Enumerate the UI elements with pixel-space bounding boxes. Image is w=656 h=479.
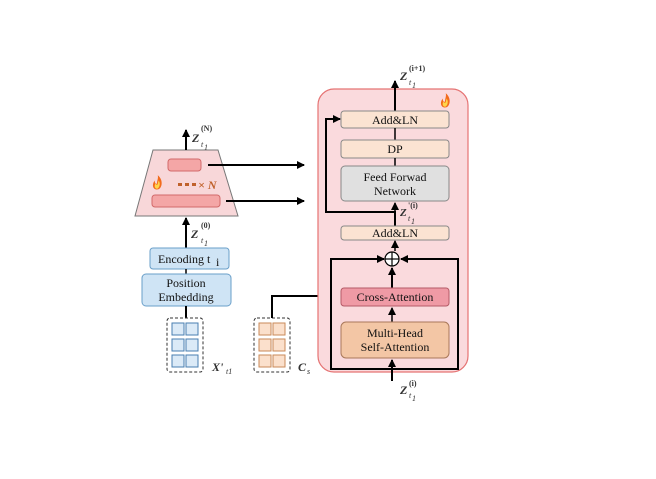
cross-attention-label: Cross-Attention [357, 290, 434, 304]
svg-text:Z: Z [399, 207, 407, 219]
svg-text:(N): (N) [201, 124, 212, 133]
svg-text:1: 1 [412, 81, 416, 90]
x-input-label: X' t1 [211, 360, 232, 376]
decoder-input-label: Z (i) t 1 [399, 379, 417, 403]
repeat-label: × N [198, 178, 218, 192]
x-input-frame [166, 317, 204, 373]
svg-text:t: t [409, 391, 412, 400]
add-node-icon [384, 251, 400, 267]
svg-text:(i+1): (i+1) [409, 64, 425, 73]
svg-text:X': X' [211, 360, 224, 374]
ffn-line2: Network [374, 184, 416, 198]
svg-text:s: s [307, 367, 310, 376]
c-input-label: C s [298, 360, 310, 376]
encoding-label: Encoding t [158, 252, 211, 266]
position-line1: Position [166, 276, 205, 290]
svg-text:t: t [201, 236, 204, 245]
svg-text:'(i): '(i) [408, 201, 418, 210]
cross-attention-box [340, 287, 450, 307]
encoder-input-label: Z (0) t 1 [190, 221, 211, 248]
x-input-grid [171, 322, 199, 368]
svg-text:t: t [408, 214, 411, 223]
svg-text:Z: Z [399, 383, 408, 397]
mhsa-box [340, 321, 450, 359]
svg-text:t: t [201, 140, 204, 149]
svg-text:t: t [409, 78, 412, 87]
repeat-dots [178, 183, 196, 186]
encoding-sub: i [216, 255, 220, 269]
svg-text:1: 1 [204, 143, 208, 152]
c-input-grid [258, 322, 286, 368]
decoder-block: Z (i+1) t 1 Add&LN DP Feed Forwad Networ… [317, 64, 469, 403]
encoder-token-bottom [151, 194, 221, 208]
svg-text:(0): (0) [201, 221, 211, 230]
svg-text:Z: Z [191, 131, 200, 145]
dp-label: DP [387, 142, 403, 156]
svg-text:Z: Z [190, 227, 199, 241]
ffn-line1: Feed Forwad [364, 170, 427, 184]
encoder-token-top [167, 158, 202, 172]
mhsa-line1: Multi-Head [367, 326, 423, 340]
svg-text:Z: Z [399, 69, 408, 83]
svg-text:1: 1 [411, 217, 415, 226]
svg-text:1: 1 [412, 394, 416, 403]
svg-text:1: 1 [204, 239, 208, 248]
decoder-output-label: Z (i+1) t 1 [399, 64, 425, 90]
mhsa-line2: Self-Attention [361, 340, 430, 354]
decoder-mid-label: Z '(i) t 1 [399, 201, 418, 226]
ffn-box [340, 165, 450, 202]
addln-bottom-label: Add&LN [372, 226, 418, 240]
position-line2: Embedding [158, 290, 213, 304]
encoding-box [149, 247, 230, 270]
encoder-block: × N Z (N) t 1 Z (0) t 1 Encoding t i Pos… [134, 124, 341, 376]
svg-text:C: C [298, 360, 307, 374]
addln-top-label: Add&LN [372, 113, 418, 127]
encoder-output-label: Z (N) t 1 [191, 124, 212, 152]
svg-text:(i): (i) [409, 379, 417, 388]
svg-text:t1: t1 [226, 367, 232, 376]
